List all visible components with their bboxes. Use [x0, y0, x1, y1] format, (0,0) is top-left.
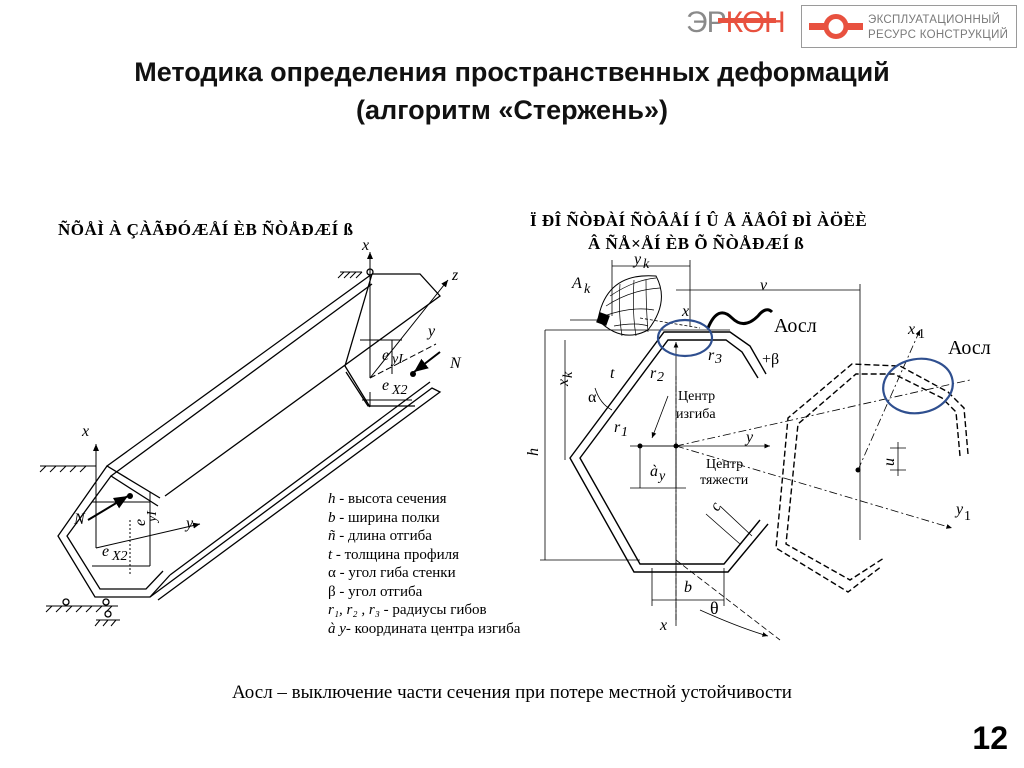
left-axes	[92, 252, 449, 574]
legend-item: à y- координата центра изгиба	[328, 620, 521, 637]
resource-logo-line2: РЕСУРС КОНСТРУКЦИЙ	[868, 29, 1009, 41]
svg-text:2: 2	[657, 370, 664, 385]
svg-text:x: x	[555, 379, 572, 387]
svg-text:A: A	[571, 275, 582, 292]
title-line-1: Методика определения пространственных де…	[134, 57, 890, 87]
svg-text:N: N	[449, 355, 462, 372]
svg-text:c: c	[707, 499, 725, 514]
resource-logo-icon	[809, 14, 863, 39]
title-line-2: (алгоритм «Стержень»)	[356, 95, 668, 125]
svg-text:y: y	[426, 323, 436, 340]
svg-text:e: e	[382, 377, 389, 394]
erkon-logo-bar	[718, 18, 776, 23]
svg-text:Аосл: Аосл	[948, 337, 991, 359]
legend-item: h - высота сечения	[328, 491, 447, 507]
svg-text:r: r	[614, 419, 621, 436]
svg-text:y: y	[657, 469, 666, 484]
svg-text:x: x	[681, 303, 689, 320]
svg-text:1: 1	[964, 509, 971, 524]
svg-text:y: y	[954, 501, 964, 518]
right-dimensions	[540, 260, 971, 641]
svg-text:изгиба: изгиба	[676, 407, 716, 422]
svg-text:e: e	[102, 543, 109, 560]
svg-text:+β: +β	[762, 351, 779, 368]
left-rod-drawing	[39, 268, 442, 627]
svg-text:k: k	[561, 371, 576, 378]
svg-text:y: y	[744, 429, 754, 446]
resource-logo: ЭКСПЛУАТАЦИОННЫЙ РЕСУРС КОНСТРУКЦИЙ	[801, 5, 1017, 48]
svg-text:Центр: Центр	[706, 457, 743, 472]
svg-text:y: y	[184, 515, 194, 532]
legend-item: α - угол гиба стенки	[328, 565, 456, 581]
left-diagram-heading: ÑÕÅÌ À ÇÀÃÐÓÆÅÍ ÈB ÑÒÅÐÆÍ ß	[58, 220, 354, 239]
erkon-logo: ЭРКОН	[686, 6, 792, 40]
left-labels: x z y e yI e X2 N x N e yI y e X2	[73, 237, 462, 564]
svg-text:h: h	[525, 448, 542, 456]
resource-logo-line1: ЭКСПЛУАТАЦИОННЫЙ	[868, 14, 1001, 26]
page-number: 12	[972, 720, 1008, 756]
caption: Аосл – выключение части сечения при поте…	[232, 682, 792, 703]
aosl-ellipse-2	[882, 357, 954, 415]
right-diagram-heading-1: Ï ÐÎ ÑÒÐÀÍ ÑÒÂÅÍ Í Û Å ÄÅÔÎ ÐÌ ÀÖÈÈ	[530, 211, 868, 230]
svg-text:θ: θ	[710, 598, 719, 618]
svg-text:yI: yI	[390, 352, 404, 367]
svg-text:e: e	[132, 519, 149, 526]
svg-text:e: e	[382, 347, 389, 364]
legend-item: β - угол отгиба	[328, 583, 423, 600]
svg-text:t: t	[610, 365, 615, 382]
right-profile-dashed	[775, 363, 969, 593]
right-profile-solid	[569, 331, 769, 573]
svg-text:X2: X2	[391, 383, 408, 398]
legend-item: b - ширина полки	[328, 509, 440, 526]
svg-text:1: 1	[918, 327, 925, 342]
svg-text:z: z	[451, 267, 459, 284]
svg-text:Центр: Центр	[678, 389, 715, 404]
left-force-arrows	[87, 351, 441, 521]
svg-text:k: k	[584, 282, 591, 297]
svg-text:N: N	[73, 511, 86, 528]
symbol-legend: h - высота сечения b - ширина полки ñ - …	[328, 490, 520, 638]
svg-text:1: 1	[621, 425, 628, 440]
right-centers	[637, 395, 861, 473]
svg-text:yI: yI	[145, 510, 160, 524]
ak-inset	[570, 275, 662, 337]
svg-text:à: à	[650, 463, 658, 480]
svg-text:тяжести: тяжести	[700, 473, 749, 488]
svg-text:x: x	[659, 617, 667, 634]
right-diagram-heading-2: Â ÑÅ×ÅÍ ÈB Õ ÑÒÅÐÆÍ ß	[588, 234, 805, 253]
svg-text:r: r	[650, 365, 657, 382]
right-labels: y k A k v x Аосл r 3 +β r 2 x k t α Цент…	[525, 251, 991, 634]
svg-text:Аосл: Аосл	[774, 315, 817, 337]
svg-text:x: x	[81, 423, 89, 440]
svg-text:x: x	[361, 237, 369, 254]
svg-text:X2: X2	[111, 549, 128, 564]
svg-text:b: b	[684, 579, 692, 596]
legend-item: r₁, r₂ , r₃ - радиусы гибов	[328, 602, 487, 618]
svg-text:α: α	[588, 389, 597, 406]
svg-text:u: u	[881, 458, 898, 466]
svg-text:r: r	[708, 347, 715, 364]
svg-text:k: k	[643, 257, 650, 272]
legend-item: ñ - длина отгиба	[328, 528, 432, 544]
aosl-ellipse-1	[656, 318, 714, 358]
svg-text:v: v	[760, 277, 768, 294]
svg-text:x: x	[907, 321, 915, 338]
svg-text:y: y	[632, 251, 642, 268]
buckling-wave	[706, 308, 774, 329]
page-title: Методика определения пространственных де…	[40, 53, 984, 129]
legend-item: t - толщина профиля	[328, 546, 459, 563]
svg-text:3: 3	[714, 352, 722, 367]
